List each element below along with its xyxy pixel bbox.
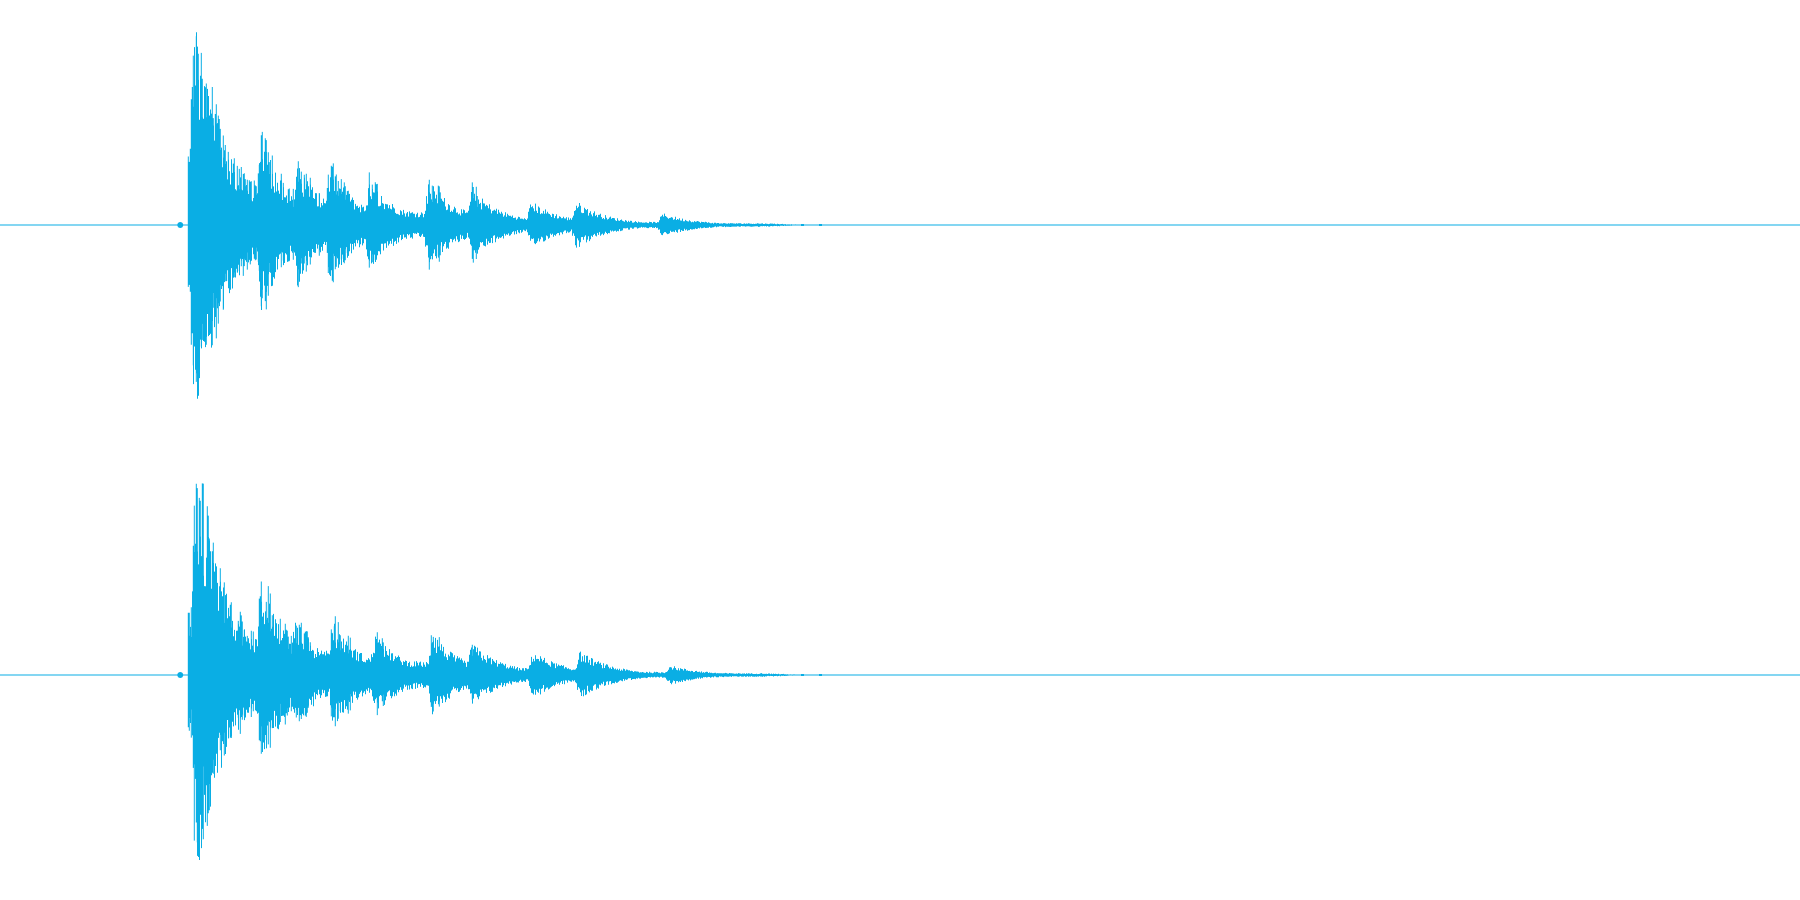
waveform-signal	[187, 483, 805, 860]
onset-blip	[177, 672, 184, 678]
waveform-signal	[187, 32, 805, 399]
waveform-tail	[819, 224, 822, 226]
waveform-tail	[801, 224, 804, 226]
left-channel-track[interactable]	[0, 32, 1800, 399]
onset-blip	[177, 222, 184, 228]
waveform-tail	[819, 674, 822, 676]
waveform-tail	[801, 674, 804, 676]
right-channel-track[interactable]	[0, 483, 1800, 860]
